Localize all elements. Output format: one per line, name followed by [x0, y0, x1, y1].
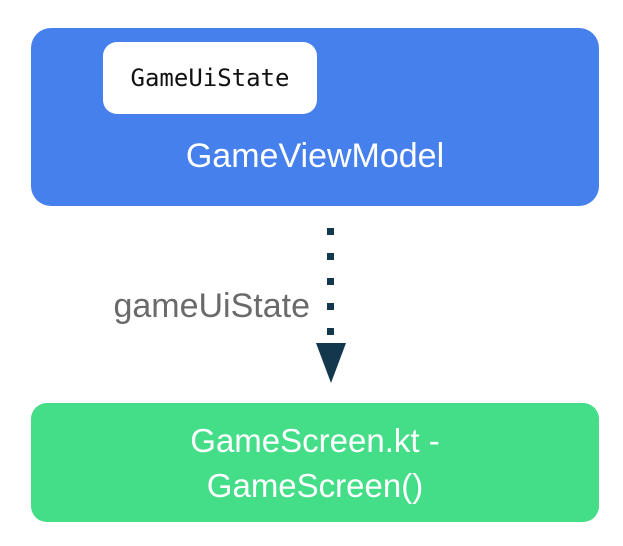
- arrow-dot: [327, 328, 334, 335]
- gamescreen-label-line1: GameScreen.kt -: [190, 421, 440, 459]
- gameviewmodel-box: GameUiState GameViewModel: [31, 28, 599, 206]
- gamescreen-box: GameScreen.kt - GameScreen(): [31, 403, 599, 522]
- dotted-arrow-down: [327, 228, 334, 353]
- arrow-dot: [327, 253, 334, 260]
- gameviewmodel-label: GameViewModel: [185, 137, 445, 175]
- arrow-label: gameUiState: [113, 287, 310, 325]
- arrow-dot: [327, 278, 334, 285]
- arrowhead-down-icon: [316, 343, 346, 383]
- arrow-dot: [327, 228, 334, 235]
- gameuistate-chip: GameUiState: [103, 42, 317, 114]
- gamescreen-label-line2: GameScreen(): [206, 466, 424, 504]
- gameuistate-chip-label: GameUiState: [130, 64, 290, 92]
- arrow-dot: [327, 303, 334, 310]
